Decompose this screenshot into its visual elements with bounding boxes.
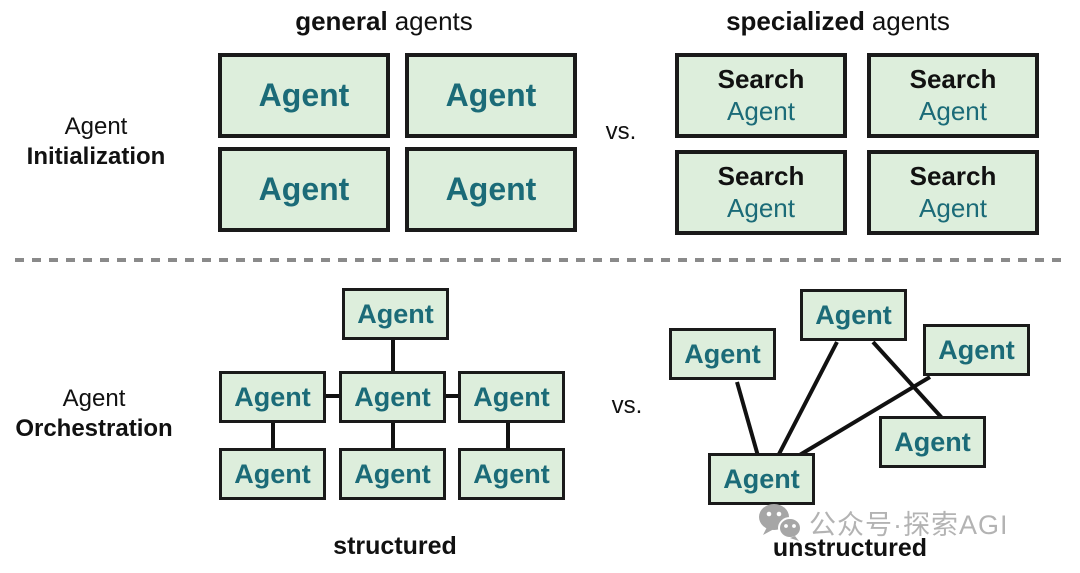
search-agent-box-1: Search Agent <box>675 53 847 138</box>
tree-connector-center-vertical <box>391 420 395 451</box>
orchestration-label-line2: Orchestration <box>15 415 173 442</box>
search-agent-box-3-line2: Agent <box>727 192 795 223</box>
structured-node-bottom-right: Agent <box>458 448 565 500</box>
general-agent-box-2: Agent <box>405 53 577 138</box>
unstructured-node-mid-right: Agent <box>879 416 986 468</box>
unstructured-caption: unstructured <box>772 534 928 562</box>
unstructured-node-top-right: Agent <box>923 324 1030 376</box>
unstructured-node-bottom: Agent <box>708 453 815 505</box>
structured-node-bottom-left: Agent <box>219 448 326 500</box>
edge-topcenter-bottom <box>776 341 839 457</box>
tree-connector-right-vertical <box>506 420 510 451</box>
vs-label-top: vs. <box>605 118 637 145</box>
search-agent-box-1-line1: Search <box>717 63 805 94</box>
tree-connector-left-vertical <box>271 420 275 451</box>
structured-node-mid-right: Agent <box>458 371 565 423</box>
general-agent-box-1: Agent <box>218 53 390 138</box>
structured-node-mid-center: Agent <box>339 371 446 423</box>
structured-node-root: Agent <box>342 288 449 340</box>
structured-caption: structured <box>333 532 457 560</box>
vs-label-bottom: vs. <box>611 392 643 419</box>
search-agent-box-4-line2: Agent <box>919 192 987 223</box>
specialized-agents-title-rest: agents <box>871 6 950 36</box>
search-agent-box-3-line1: Search <box>717 160 805 191</box>
tree-connector-left-horizontal <box>324 394 341 398</box>
wechat-icon <box>759 504 802 541</box>
initialization-label-line2: Initialization <box>26 143 166 170</box>
structured-node-mid-left: Agent <box>219 371 326 423</box>
search-agent-box-2: Search Agent <box>867 53 1039 138</box>
watermark: 公众号·探索AGI <box>757 502 1009 542</box>
tree-connector-right-horizontal <box>444 394 460 398</box>
search-agent-box-4: Search Agent <box>867 150 1039 235</box>
structured-node-bottom-center: Agent <box>339 448 446 500</box>
search-agent-box-2-line1: Search <box>909 63 997 94</box>
search-agent-box-3: Search Agent <box>675 150 847 235</box>
unstructured-node-top-left: Agent <box>669 328 776 380</box>
watermark-text: 公众号·探索AGI <box>809 509 1009 540</box>
section-divider <box>15 258 1065 262</box>
initialization-row-label: Agent Initialization <box>27 112 166 172</box>
edge-topcenter-midright <box>871 340 944 420</box>
search-agent-box-2-line2: Agent <box>919 95 987 126</box>
edge-topleft-bottom <box>735 381 760 457</box>
general-agent-box-4: Agent <box>405 147 577 232</box>
edge-topright-bottom <box>796 375 932 458</box>
orchestration-label-line1: Agent <box>62 385 126 412</box>
tree-connector-root <box>391 338 395 373</box>
general-agents-title-rest: agents <box>394 6 473 36</box>
general-agents-title-bold: general <box>295 6 388 36</box>
general-agent-box-3: Agent <box>218 147 390 232</box>
initialization-label-line1: Agent <box>64 113 128 140</box>
search-agent-box-4-line1: Search <box>909 160 997 191</box>
specialized-agents-title-bold: specialized <box>726 6 865 36</box>
orchestration-row-label: Agent Orchestration <box>15 384 172 444</box>
search-agent-box-1-line2: Agent <box>727 95 795 126</box>
unstructured-node-top-center: Agent <box>800 289 907 341</box>
